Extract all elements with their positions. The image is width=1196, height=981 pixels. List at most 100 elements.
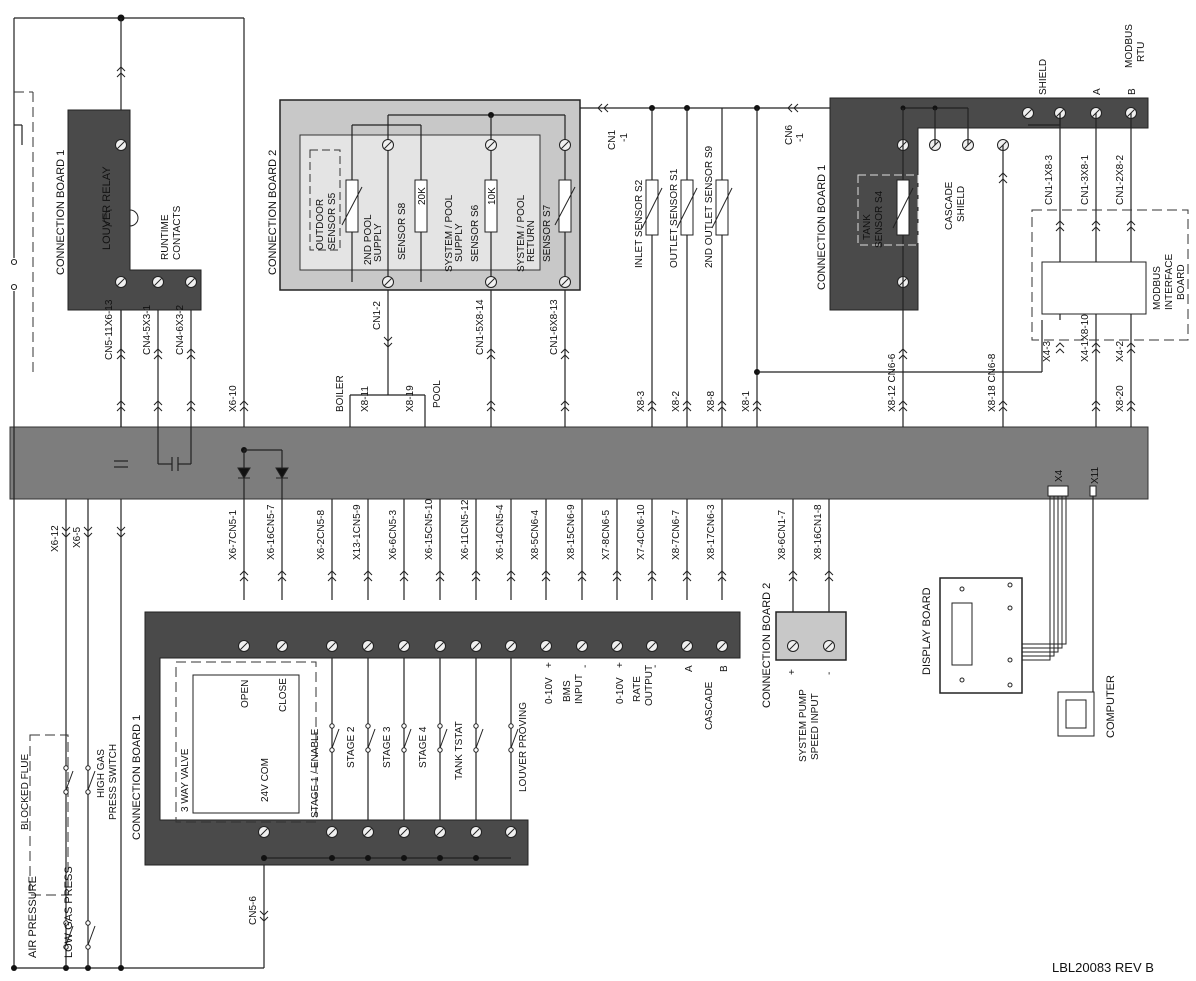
cascade-shield-2: SHIELD bbox=[956, 186, 967, 222]
x8-3-label: X8-3 bbox=[636, 390, 647, 412]
com24-label: 24V COM bbox=[260, 758, 271, 802]
cb2-top-label: CONNECTION BOARD 2 bbox=[267, 150, 279, 275]
syspool-return-2: RETURN bbox=[526, 220, 537, 262]
pool-label: POOL bbox=[432, 380, 443, 408]
pool2-3: SENSOR S8 bbox=[397, 202, 408, 260]
cn1-3-label: CN1-3X8-1 bbox=[1080, 155, 1091, 205]
modbus-rtu-2: RTU bbox=[1136, 42, 1147, 62]
cb1-bottom-label: CONNECTION BOARD 1 bbox=[131, 715, 143, 840]
x8-2-label: X8-2 bbox=[671, 390, 682, 412]
high-gas-1: HIGH GAS bbox=[96, 749, 107, 798]
syspool-supply-2: SUPPLY bbox=[454, 223, 465, 262]
stage1-label: STAGE 1 / ENABLE bbox=[310, 728, 321, 818]
x8-16-label: X8-16CN1-8 bbox=[813, 504, 824, 560]
low-gas-label: LOW GAS PRESS bbox=[63, 866, 75, 958]
x11-label: X11 bbox=[1090, 467, 1101, 484]
x6-14-label: X6-14CN5-4 bbox=[495, 504, 506, 560]
x6-5-label: X6-5 bbox=[72, 526, 83, 548]
plus-pump: + bbox=[787, 669, 798, 675]
x6-12-label: X6-12 bbox=[50, 525, 61, 552]
x6-10-label: X6-10 bbox=[228, 385, 239, 412]
x8-8-label: X8-8 bbox=[706, 390, 717, 412]
x6-7-label: X6-7CN5-1 bbox=[228, 510, 239, 560]
bms-input-1: BMS bbox=[562, 680, 573, 702]
labels: CONNECTION BOARD 1 LOUVER RELAY RUNTIME … bbox=[20, 24, 1187, 975]
x4-3-label: X4-3 bbox=[1042, 340, 1053, 362]
cn6-top-2: -1 bbox=[795, 133, 806, 142]
cb2-bottom-label: CONNECTION BOARD 2 bbox=[761, 583, 773, 708]
x6-15-label: X6-15CN5-10 bbox=[424, 498, 435, 560]
x8-19-label: X8-19 bbox=[405, 385, 416, 412]
syspool-return-3: SENSOR S7 bbox=[542, 204, 553, 262]
b-cascade: B bbox=[719, 665, 730, 672]
x8-12-label: X8-12 CN6-6 bbox=[887, 353, 898, 412]
plus-rate: + bbox=[615, 662, 626, 668]
cascade-shield-1: CASCADE bbox=[944, 181, 955, 230]
modbus-rtu-1: MODBUS bbox=[1124, 24, 1135, 68]
x4-2-label: X4-2 bbox=[1115, 340, 1126, 362]
air-pressure-label: AIR PRESSURE bbox=[27, 876, 39, 958]
x4-label: X4 bbox=[1054, 469, 1065, 482]
outdoor-1: OUTDOOR bbox=[315, 199, 326, 250]
sys-pump-1: SYSTEM PUMP bbox=[798, 689, 809, 762]
display-board-label: DISPLAY BOARD bbox=[921, 587, 933, 675]
x13-1-label: X13-1CN5-9 bbox=[352, 504, 363, 560]
cn4-5-label: CN4-5X3-1 bbox=[142, 305, 153, 355]
minus-pump: - bbox=[824, 672, 835, 675]
cb1-top-right-label: CONNECTION BOARD 1 bbox=[816, 165, 828, 290]
tank-tstat-label: TANK TSTAT bbox=[454, 721, 465, 780]
cn6-top-1: CN6 bbox=[784, 125, 795, 145]
rate-010-label: 0-10V bbox=[615, 677, 626, 704]
three-way-label: 3 WAY VALVE bbox=[180, 748, 191, 812]
x8-7-label: X8-7CN6-7 bbox=[671, 510, 682, 560]
modbus-board-2: INTERFACE bbox=[1164, 254, 1175, 310]
cn5-6-label: CN5-6 bbox=[248, 896, 259, 925]
outlet2-label: 2ND OUTLET SENSOR S9 bbox=[704, 145, 715, 268]
cascade-label: CASCADE bbox=[704, 681, 715, 730]
x8-11-label: X8-11 bbox=[360, 386, 371, 412]
close-label: CLOSE bbox=[278, 678, 289, 712]
cn1-6-label: CN1-6X8-13 bbox=[549, 299, 560, 355]
x8-18-label: X8-18 CN6-8 bbox=[987, 353, 998, 412]
outlet-label: OUTLET SENSOR S1 bbox=[669, 168, 680, 268]
doc-ref: LBL20083 REV B bbox=[1052, 960, 1154, 975]
x6-11-label: X6-11CN5-12 bbox=[460, 499, 471, 560]
louver-proving-label: LOUVER PROVING bbox=[518, 702, 529, 792]
cn1-top-2: -1 bbox=[619, 133, 630, 142]
x8-1-label: X8-1 bbox=[741, 390, 752, 412]
tank-1: TANK bbox=[862, 214, 873, 240]
stage2-label: STAGE 2 bbox=[346, 726, 357, 768]
cn1-2-label: CN1-2 bbox=[372, 301, 383, 330]
cn1-5-label: CN1-5X8-14 bbox=[475, 299, 486, 355]
cn5-11-label: CN5-11X6-13 bbox=[104, 299, 115, 360]
outdoor-2: SENSOR S5 bbox=[327, 192, 338, 250]
stage3-label: STAGE 3 bbox=[382, 726, 393, 768]
syspool-supply-1: SYSTEM / POOL bbox=[444, 194, 455, 272]
pool2-1: 2ND POOL bbox=[363, 214, 374, 265]
x7-8-label: X7-8CN6-5 bbox=[601, 510, 612, 560]
x6-2-label: X6-2CN5-8 bbox=[316, 510, 327, 560]
bms-010-label: 0-10V bbox=[544, 677, 555, 704]
minus-rate: - bbox=[650, 665, 661, 668]
cn1-top-1: CN1 bbox=[607, 130, 618, 150]
r20k: 20K bbox=[417, 187, 428, 205]
x8-15-label: X8-15CN6-9 bbox=[566, 504, 577, 560]
bottom-wiring bbox=[239, 499, 834, 612]
bms-input-2: INPUT bbox=[574, 674, 585, 704]
main-control-board bbox=[9, 426, 1149, 500]
inlet-label: INLET SENSOR S2 bbox=[634, 179, 645, 268]
x8-20-label: X8-20 bbox=[1115, 385, 1126, 412]
x7-4-label: X7-4CN6-10 bbox=[636, 504, 647, 560]
a-cascade: A bbox=[684, 665, 695, 672]
plus-bms: + bbox=[544, 662, 555, 668]
stage4-label: STAGE 4 bbox=[418, 726, 429, 768]
boiler-label: BOILER bbox=[335, 375, 346, 412]
x8-17-label: X8-17CN6-3 bbox=[706, 504, 717, 560]
valve-diodes bbox=[237, 447, 289, 600]
tank-2: SENSOR S4 bbox=[874, 190, 885, 248]
blocked-flue-label: BLOCKED FLUE bbox=[20, 754, 31, 830]
cb2-bottom-board bbox=[775, 611, 847, 661]
rate-output-2: OUTPUT bbox=[644, 665, 655, 706]
